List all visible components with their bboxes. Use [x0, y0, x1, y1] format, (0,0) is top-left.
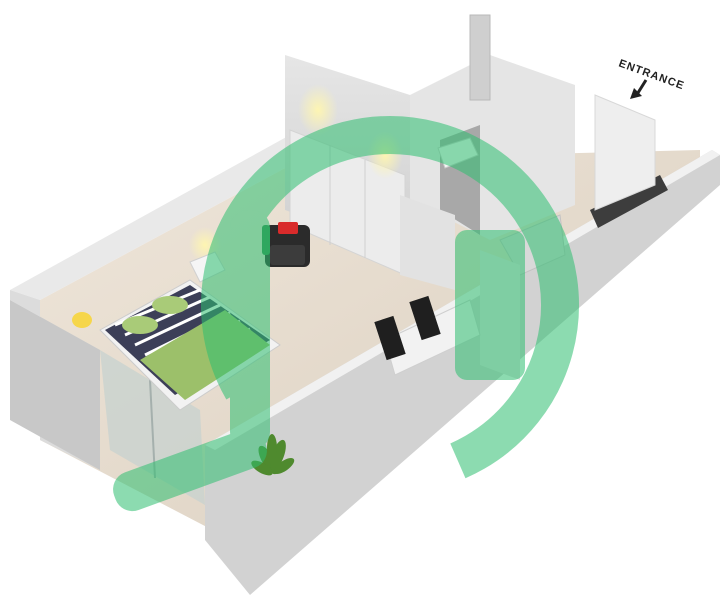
dining-chair — [374, 315, 406, 361]
shower-column — [469, 14, 491, 101]
glass-divider — [149, 379, 156, 479]
lamp-glow — [72, 312, 92, 328]
plant-icon — [251, 434, 295, 476]
lamp-glow — [298, 84, 338, 136]
circular-logo-watermark — [113, 115, 579, 512]
entrance-arrow-icon — [630, 79, 648, 99]
armchair-seat — [270, 245, 305, 265]
kitchen-cabinets — [594, 94, 656, 211]
armchair-cushion — [278, 222, 298, 234]
kitchen-counter-run — [590, 175, 668, 228]
pillow — [122, 316, 158, 334]
wall-left-end-face — [10, 300, 100, 470]
partition-wall — [400, 195, 455, 290]
wall-left — [10, 135, 300, 300]
dining-chair — [409, 295, 441, 341]
pillow — [152, 296, 188, 314]
entrance-label: ENTRANCE — [617, 58, 686, 93]
